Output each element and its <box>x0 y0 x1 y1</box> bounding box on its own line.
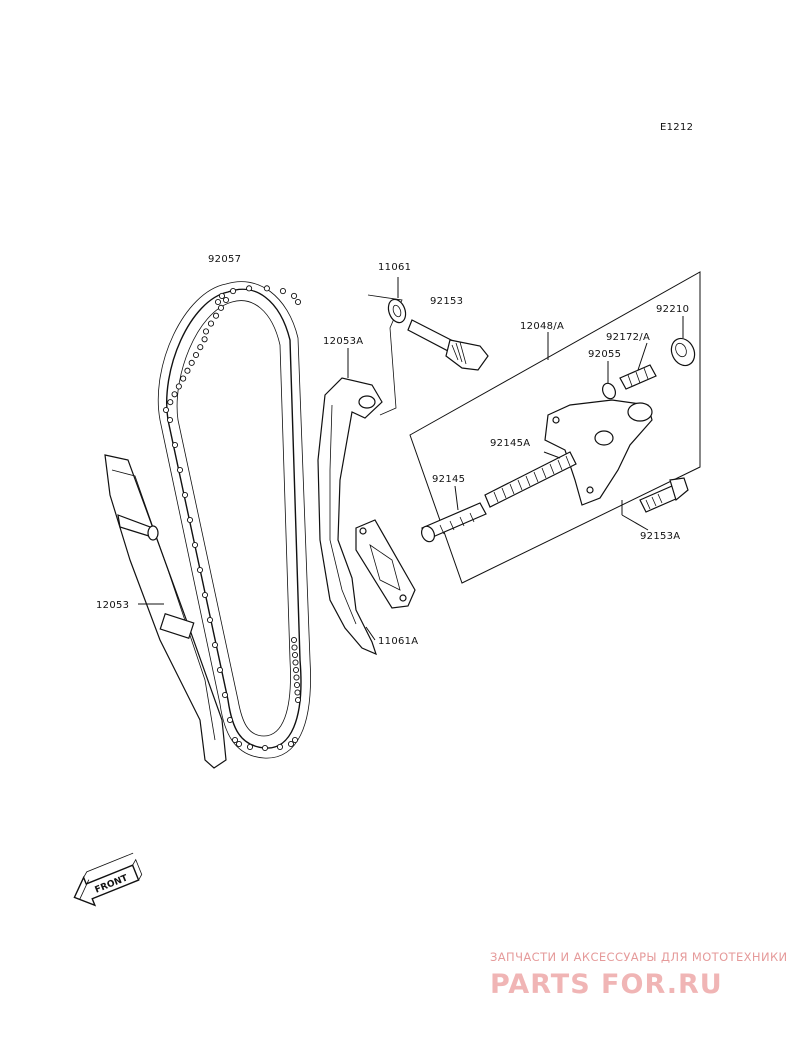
chain-link-pin <box>184 367 191 374</box>
chain-link-pin <box>218 292 226 299</box>
chain-link-pin <box>214 298 222 306</box>
chain-link-pin <box>291 736 299 744</box>
chain-link-pin <box>231 736 239 744</box>
chain-link-pin <box>276 743 284 750</box>
chain-link-pin <box>235 740 243 748</box>
chain-link-pin <box>166 416 174 424</box>
chain-link-pin <box>293 681 301 689</box>
watermark-tagline: ЗАПЧАСТИ И АКСЕССУАРЫ ДЛЯ МОТОТЕХНИКИ <box>490 950 788 964</box>
chain-link-pin <box>217 304 225 311</box>
label-11061a: 11061A <box>378 636 418 647</box>
leader-lines <box>138 277 684 641</box>
label-92172a: 92172/A <box>606 332 650 343</box>
label-92210: 92210 <box>656 304 689 315</box>
chain-link-pin <box>294 696 302 704</box>
o-ring <box>601 382 617 400</box>
chain-link-pin <box>222 296 230 304</box>
chain-link-pin <box>180 375 187 382</box>
chain-link-pin <box>287 740 295 748</box>
chain-link-pin <box>246 285 253 292</box>
chain-link-pin <box>292 666 300 674</box>
chain-link-pin <box>290 636 298 644</box>
chain-link-pin <box>292 659 299 666</box>
chain-link-pin <box>176 466 184 474</box>
tensioner-box <box>409 271 701 584</box>
chain-link-pin <box>196 566 204 574</box>
chain-link-pin <box>191 541 199 549</box>
diagram-code: E1212 <box>660 122 693 133</box>
chain-link-pin <box>207 320 215 327</box>
chain-link-pin <box>171 441 179 449</box>
chain-link-pin <box>206 616 214 624</box>
chain-link-pin <box>293 674 300 681</box>
chain-link-pin <box>263 285 270 292</box>
label-92153: 92153 <box>430 296 463 307</box>
chain-link-pin <box>230 288 237 295</box>
chain-link-pin <box>226 716 234 724</box>
plunger-spring <box>484 451 577 508</box>
label-92145: 92145 <box>432 474 465 485</box>
plunger <box>420 502 487 543</box>
chain-link-pin <box>197 344 204 351</box>
cap-bolt <box>670 337 696 367</box>
chain-link-pin <box>212 312 220 319</box>
label-92145a: 92145A <box>490 438 530 449</box>
chain-link-pin <box>216 666 224 674</box>
label-92057: 92057 <box>208 254 241 265</box>
chain-link-pin <box>246 743 254 750</box>
watermark-logo: PARTS FOR.RU <box>490 969 723 1000</box>
chain-link-pin <box>171 391 178 398</box>
chain-links <box>162 285 302 752</box>
chain-link-pin <box>221 691 229 699</box>
chain-link-pin <box>211 641 219 649</box>
chain-link-pin <box>290 292 298 299</box>
chain-link-pin <box>162 406 170 414</box>
chain-link-pin <box>202 328 210 335</box>
cam-chain <box>157 281 311 759</box>
label-92055: 92055 <box>588 349 621 360</box>
chain-link-pin <box>261 744 269 752</box>
chain-guide <box>104 454 227 769</box>
chain-link-pin <box>291 644 298 651</box>
chain-link-pin <box>181 491 189 499</box>
chain-link-pin <box>279 288 286 295</box>
mount-bolt <box>639 477 689 513</box>
chain-link-pin <box>201 336 208 343</box>
tensioner-guide <box>317 377 383 656</box>
label-12053: 12053 <box>96 600 129 611</box>
chain-link-pin <box>175 383 182 390</box>
label-11061: 11061 <box>378 262 411 273</box>
chain-link-pin <box>294 689 301 696</box>
chain-link-pin <box>167 399 174 406</box>
front-arrow: FRONT <box>73 852 143 907</box>
chain-link-pin <box>201 591 209 599</box>
label-92153a: 92153A <box>640 531 680 542</box>
label-12053a: 12053A <box>323 336 363 347</box>
chain-link-pin <box>291 651 299 659</box>
chain-link-pin <box>186 516 194 524</box>
tensioner-body <box>544 399 653 506</box>
label-12048a: 12048/A <box>520 321 564 332</box>
chain-link-pin <box>192 351 200 359</box>
small-spring <box>619 364 657 390</box>
chain-link-pin <box>294 298 302 306</box>
chain-link-pin <box>188 359 195 366</box>
pivot-bolt <box>387 298 489 371</box>
gasket <box>355 519 416 609</box>
